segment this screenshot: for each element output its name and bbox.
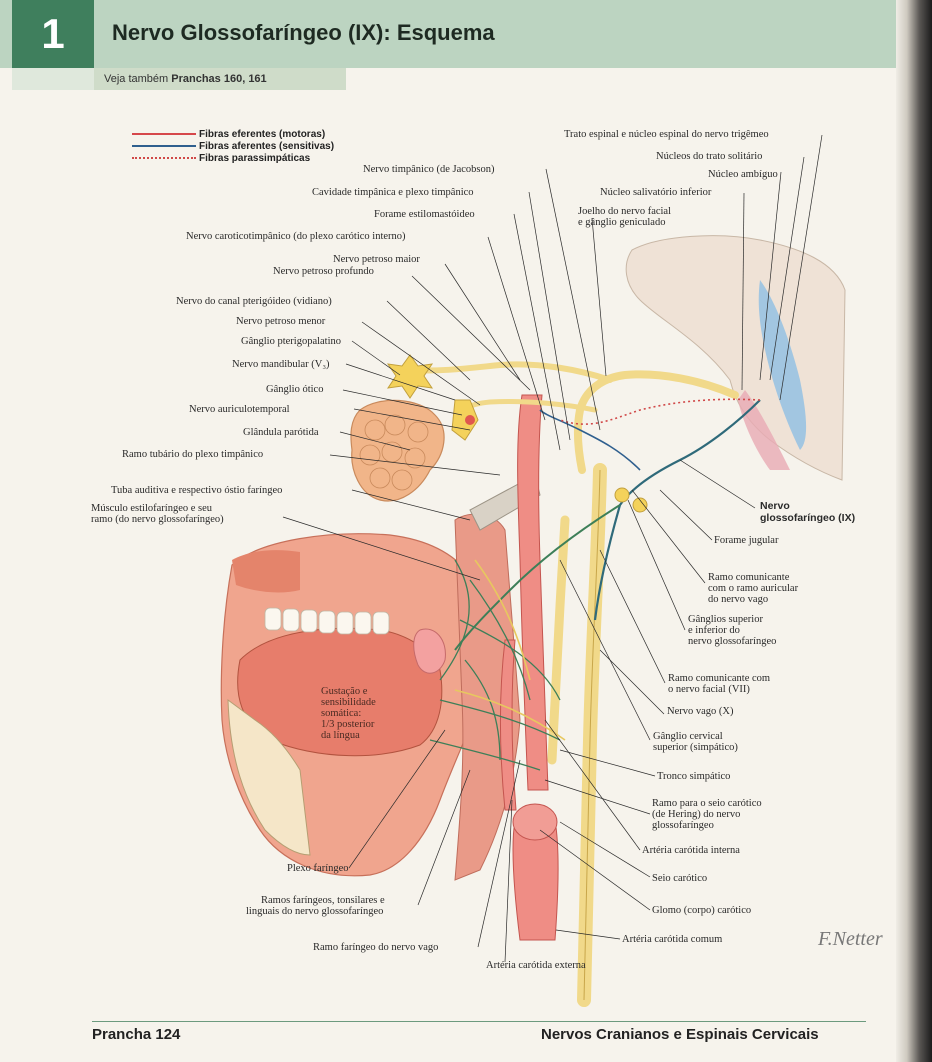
label-vagus-nerve: Nervo vago (X)	[667, 706, 733, 717]
label-glossopharyngeal-ganglia-2: e inferior do	[688, 625, 740, 636]
label-carotid-sinus-branch-1: Ramo para o seio carótico	[652, 798, 762, 809]
sympathetic-trunk	[552, 520, 565, 760]
brainstem-illustration	[626, 236, 845, 480]
label-glossopharyngeal-ganglia-3: nervo glossofaríngeo	[688, 636, 776, 647]
label-stylopharyngeus-2: ramo (do nervo glossofaríngeo)	[91, 514, 224, 525]
label-glossopharyngeal-ganglia-1: Gânglios superior	[688, 614, 763, 625]
tongue-label-1: Gustação e	[321, 686, 367, 697]
label-pterygopalatine-ganglion: Gânglio pterigopalatino	[241, 336, 341, 347]
label-carotid-sinus-branch-3: glossofaríngeo	[652, 820, 714, 831]
label-internal-carotid: Artéria carótida interna	[642, 845, 740, 856]
tympanic-nerve-path	[540, 410, 640, 470]
label-caroticotympanic-nerve: Nervo caroticotimpânico (do plexo caróti…	[186, 231, 406, 242]
label-stylomastoid-foramen: Forame estilomastóideo	[374, 209, 475, 220]
label-tympanic-cavity: Cavidade timpânica e plexo timpânico	[312, 187, 474, 198]
internal-carotid-artery	[518, 395, 548, 790]
label-tubal-branch: Ramo tubário do plexo timpânico	[122, 449, 263, 460]
label-nucleus-ambiguus: Núcleo ambíguo	[708, 169, 778, 180]
parasympathetic-dotted-path	[560, 399, 760, 424]
superior-glossopharyngeal-ganglion	[615, 488, 629, 502]
carotid-sinus-illustration	[513, 804, 557, 840]
label-jugular-foramen: Forame jugular	[714, 535, 778, 546]
label-auditory-tube: Tuba auditiva e respectivo óstio farínge…	[111, 485, 282, 496]
label-carotid-sinus: Seio carótico	[652, 873, 707, 884]
label-parotid-gland: Glândula parótida	[243, 427, 319, 438]
label-glossopharyngeal-1: Nervo	[760, 501, 790, 512]
pterygopalatine-ganglion	[388, 355, 432, 398]
label-glossopharyngeal-branches-1: Ramos faríngeos, tonsilares e	[261, 895, 385, 906]
label-common-carotid: Artéria carótida comum	[622, 934, 722, 945]
label-tympanic-nerve: Nervo timpânico (de Jacobson)	[363, 164, 495, 175]
otic-ganglion-red-dot	[465, 415, 475, 425]
label-vagus-pharyngeal-branch: Ramo faríngeo do nervo vago	[313, 942, 438, 953]
book-spine-shadow	[896, 0, 932, 1062]
label-carotid-body: Glomo (corpo) carótico	[652, 905, 751, 916]
upper-lip	[232, 550, 300, 592]
greater-petrosal-nerve	[410, 364, 610, 380]
tongue-label-4: 1/3 posterior	[321, 719, 374, 730]
label-pterygoid-canal-nerve: Nervo do canal pterigóideo (vidiano)	[176, 296, 332, 307]
tongue-label-5: da língua	[321, 730, 360, 741]
label-mandibular-nerve: Nervo mandibular (V₃)	[232, 359, 330, 370]
label-inferior-salivatory-nucleus: Núcleo salivatório inferior	[600, 187, 711, 198]
label-lesser-petrosal-nerve: Nervo petroso menor	[236, 316, 325, 327]
footer-section-title: Nervos Cranianos e Espinais Cervicais	[541, 1026, 819, 1043]
label-stylopharyngeus-1: Músculo estilofaríngeo e seu	[91, 503, 212, 514]
label-solitary-tract-nuclei: Núcleos do trato solitário	[656, 151, 762, 162]
label-auriculotemporal-nerve: Nervo auriculotemporal	[189, 404, 290, 415]
label-otic-ganglion: Gânglio ótico	[266, 384, 323, 395]
label-glossopharyngeal-branches-2: linguais do nervo glossofaríngeo	[246, 906, 383, 917]
label-greater-petrosal-nerve: Nervo petroso maior	[333, 254, 420, 265]
label-facial-genu-1: Joelho do nervo facial	[578, 206, 671, 217]
label-carotid-sinus-branch-2: (de Hering) do nervo	[652, 809, 740, 820]
label-sympathetic-trunk: Tronco simpático	[657, 771, 730, 782]
footer-plate-number: Prancha 124	[92, 1026, 180, 1043]
label-external-carotid: Artéria carótida externa	[486, 960, 586, 971]
label-deep-petrosal-nerve: Nervo petroso profundo	[273, 266, 374, 277]
tongue-label-3: somática:	[321, 708, 361, 719]
label-superior-cervical-ganglion-1: Gânglio cervical	[653, 731, 723, 742]
label-spinal-trigeminal-tract: Trato espinal e núcleo espinal do nervo …	[564, 129, 769, 140]
label-communicating-auricular-1: Ramo comunicante	[708, 572, 789, 583]
label-communicating-facial-1: Ramo comunicante com	[668, 673, 770, 684]
tongue-label-2: sensibilidade	[321, 697, 376, 708]
label-communicating-auricular-3: do nervo vago	[708, 594, 768, 605]
label-facial-genu-2: e gânglio geniculado	[578, 217, 665, 228]
label-pharyngeal-plexus: Plexo faríngeo	[287, 863, 349, 874]
label-superior-cervical-ganglion-2: superior (simpático)	[653, 742, 738, 753]
artist-signature: F.Netter	[818, 928, 883, 951]
label-communicating-auricular-2: com o ramo auricular	[708, 583, 798, 594]
label-communicating-facial-2: o nervo facial (VII)	[668, 684, 750, 695]
footer-rule	[92, 1021, 866, 1022]
label-glossopharyngeal-2: glossofaríngeo (IX)	[760, 513, 855, 524]
